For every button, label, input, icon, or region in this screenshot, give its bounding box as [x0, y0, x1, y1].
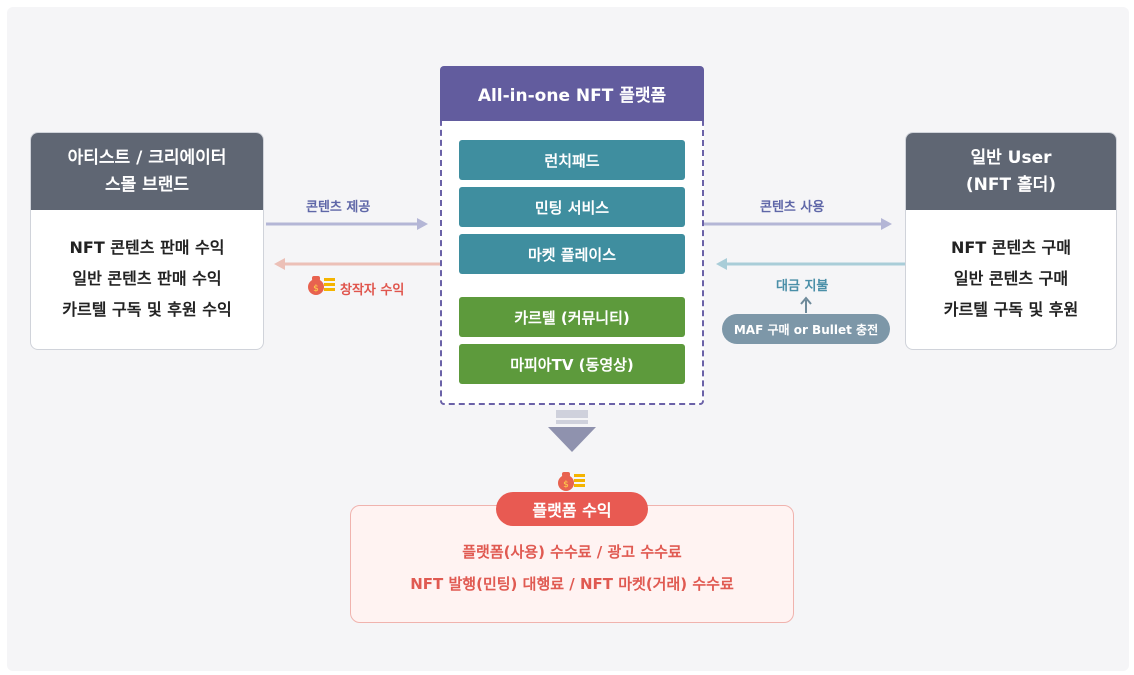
creator-item: 카르텔 구독 및 후원 수익: [62, 300, 232, 319]
maf-charge-badge: MAF 구매 or Bullet 충전: [722, 314, 890, 344]
content-provide-label: 콘텐츠 제공: [306, 200, 371, 215]
payment-arrow: [716, 258, 905, 270]
platform-revenue-line2: NFT 발행(민팅) 대행료 / NFT 마켓(거래) 수수료: [410, 575, 734, 593]
platform-box: All-in-one NFT 플랫폼 런치패드 민팅 서비스 마켓 플레이스 카…: [440, 66, 704, 405]
payment-label: 대금 지불: [776, 279, 829, 294]
content-use-label: 콘텐츠 사용: [760, 200, 825, 215]
user-title-line2: (NFT 홀더): [965, 174, 1057, 195]
money-bag-icon: $: [558, 472, 585, 491]
content-provide-arrow: [266, 218, 428, 230]
money-bag-icon: $: [308, 276, 335, 295]
creator-item: 일반 콘텐츠 판매 수익: [72, 269, 222, 288]
platform-revenue-line1: 플랫폼(사용) 수수료 / 광고 수수료: [462, 543, 682, 561]
creator-revenue-list: NFT 콘텐츠 판매 수익 일반 콘텐츠 판매 수익 카르텔 구독 및 후원 수…: [31, 210, 263, 325]
user-purchase-list: NFT 콘텐츠 구매 일반 콘텐츠 구매 카르텔 구독 및 후원: [906, 210, 1116, 325]
creator-title-line1: 아티스트 / 크리에이터: [67, 147, 227, 168]
service-cartel: 카르텔 (커뮤니티): [459, 297, 685, 337]
platform-title: All-in-one NFT 플랫폼: [440, 66, 704, 121]
service-mafiatv: 마피아TV (동영상): [459, 344, 685, 384]
user-item: 일반 콘텐츠 구매: [953, 269, 1069, 288]
user-item: 카르텔 구독 및 후원: [943, 300, 1079, 319]
user-item: NFT 콘텐츠 구매: [951, 238, 1071, 257]
service-minting: 민팅 서비스: [459, 187, 685, 227]
creator-header: 아티스트 / 크리에이터 스몰 브랜드: [31, 133, 263, 210]
svg-text:$: $: [563, 480, 569, 490]
creator-revenue-label: 창작자 수익: [340, 283, 405, 298]
content-use-arrow: [704, 218, 892, 230]
creator-title-line2: 스몰 브랜드: [104, 174, 190, 195]
creator-item: NFT 콘텐츠 판매 수익: [69, 238, 225, 257]
maf-up-arrow: [800, 296, 812, 313]
service-marketplace: 마켓 플레이스: [459, 234, 685, 274]
service-launchpad: 런치패드: [459, 140, 685, 180]
creator-revenue-arrow: [274, 258, 440, 270]
user-box: 일반 User (NFT 홀더) NFT 콘텐츠 구매 일반 콘텐츠 구매 카르…: [905, 132, 1117, 350]
down-arrow-icon: [548, 410, 596, 452]
platform-revenue-title: 플랫폼 수익: [496, 492, 648, 526]
user-header: 일반 User (NFT 홀더): [906, 133, 1116, 210]
creator-box: 아티스트 / 크리에이터 스몰 브랜드 NFT 콘텐츠 판매 수익 일반 콘텐츠…: [30, 132, 264, 350]
user-title-line1: 일반 User: [970, 147, 1052, 168]
svg-text:$: $: [313, 284, 319, 294]
